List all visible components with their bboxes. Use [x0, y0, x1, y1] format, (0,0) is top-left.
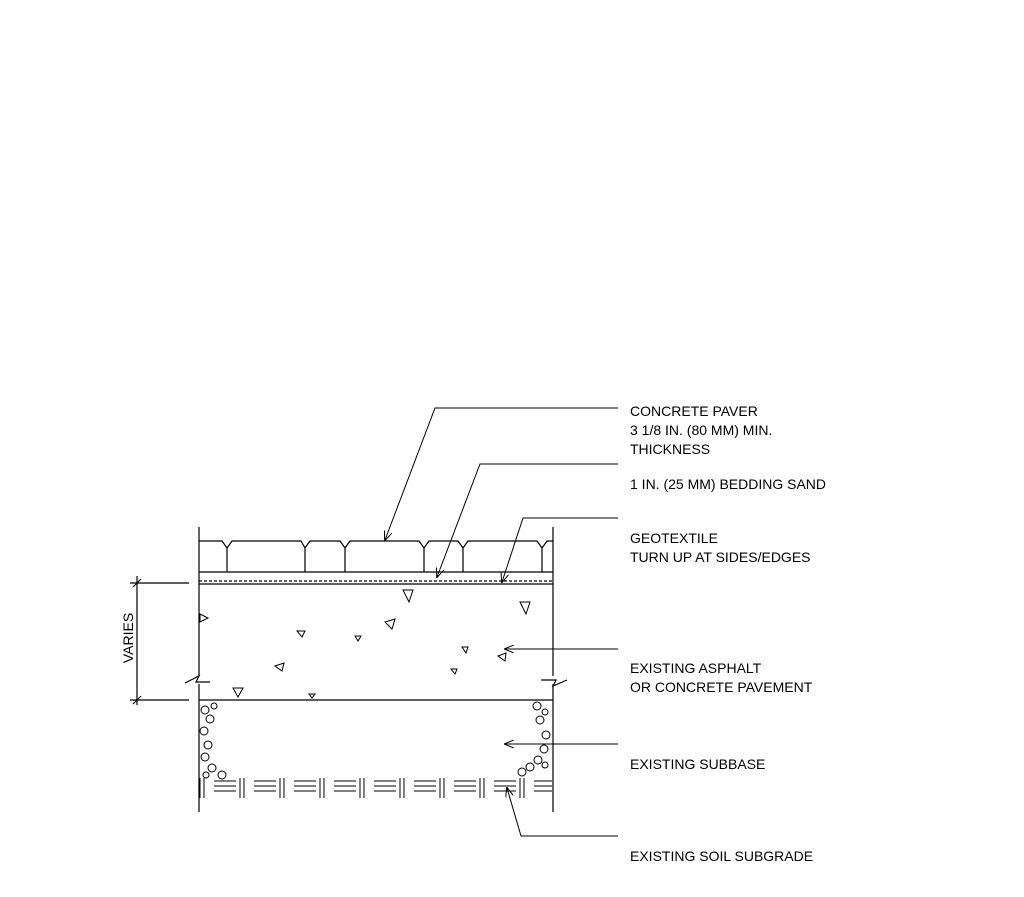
dimension-varies — [130, 576, 189, 705]
label-geotextile: GEOTEXTILE TURN UP AT SIDES/EDGES — [630, 529, 811, 567]
label-line: GEOTEXTILE — [630, 530, 718, 546]
label-existing-subbase: EXISTING SUBBASE — [630, 755, 765, 774]
label-existing-pavement: EXISTING ASPHALT OR CONCRETE PAVEMENT — [630, 659, 812, 697]
label-concrete-paver: CONCRETE PAVER 3 1/8 IN. (80 MM) MIN. TH… — [630, 402, 772, 459]
label-line: THICKNESS — [630, 441, 711, 457]
label-line: EXISTING SUBBASE — [630, 756, 766, 772]
label-soil-subgrade: EXISTING SOIL SUBGRADE — [630, 847, 813, 866]
label-bedding-sand: 1 IN. (25 MM) BEDDING SAND — [630, 475, 826, 494]
label-line: EXISTING SOIL SUBGRADE — [630, 848, 814, 864]
pavement-aggregate — [199, 589, 531, 699]
label-line: 1 IN. (25 MM) BEDDING SAND — [630, 476, 827, 492]
dimension-label: VARIES — [120, 612, 136, 664]
label-line: TURN UP AT SIDES/EDGES — [630, 549, 811, 565]
label-line: 3 1/8 IN. (80 MM) MIN. — [630, 422, 773, 438]
leader-lines — [385, 407, 618, 837]
subbase-stones — [199, 701, 551, 780]
soil-hatch — [199, 778, 552, 798]
label-line: CONCRETE PAVER — [630, 403, 758, 419]
label-line: OR CONCRETE PAVEMENT — [630, 679, 813, 695]
concrete-pavers — [199, 540, 553, 572]
label-line: EXISTING ASPHALT — [630, 660, 762, 676]
